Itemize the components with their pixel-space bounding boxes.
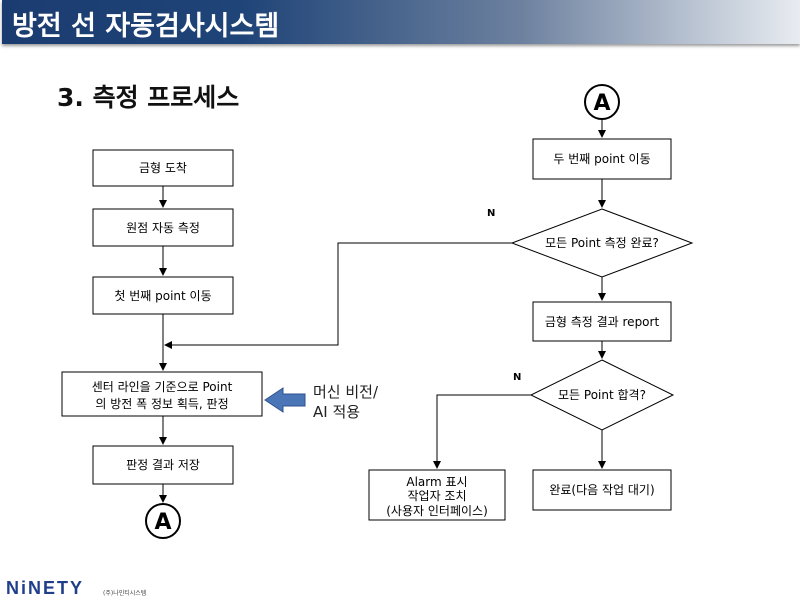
step-box xyxy=(92,445,234,485)
connector-circle xyxy=(145,503,181,539)
step-box xyxy=(92,149,234,187)
step-label: 두 번째 point 이동 xyxy=(553,152,650,166)
company-name: (주)나인티시스템 xyxy=(103,590,147,597)
connector-circle xyxy=(584,84,620,120)
step-box xyxy=(61,371,263,417)
alarm-box xyxy=(368,469,506,521)
step-box xyxy=(92,276,234,315)
fail-arrow xyxy=(433,394,531,469)
step-label: 센터 라인을 기준으로 Point xyxy=(92,380,233,394)
title-bar: 방전 선 자동검사시스템 xyxy=(2,0,800,44)
note-line: AI 적용 xyxy=(313,403,361,421)
step-box xyxy=(532,138,672,180)
step-label: 금형 도착 xyxy=(139,161,187,175)
decision-diamond xyxy=(510,208,694,278)
loop-back-arrow xyxy=(164,242,512,349)
done-label: 완료(다음 작업 대기) xyxy=(549,483,654,497)
no-label: N xyxy=(487,208,495,219)
decision-diamond xyxy=(529,359,675,431)
note-line: 머신 비전/ xyxy=(313,383,379,401)
left-arrow-icon xyxy=(264,387,306,413)
step-label: 의 방전 폭 정보 획득, 판정 xyxy=(95,397,228,411)
slide-title: 방전 선 자동검사시스템 xyxy=(12,11,280,42)
alarm-label: 작업자 조치 xyxy=(407,489,466,503)
connector-label: A xyxy=(593,91,610,116)
machine-vision-note: 머신 비전/AI 적용 xyxy=(313,382,378,422)
alarm-label: (사용자 인터페이스) xyxy=(386,504,488,518)
decision-label: 모든 Point 측정 완료? xyxy=(545,236,659,250)
company-logo: NiNETY xyxy=(6,578,85,598)
done-box xyxy=(532,469,672,511)
step-label: 판정 결과 저장 xyxy=(126,458,200,472)
step-label: 금형 측정 결과 report xyxy=(545,315,660,329)
connector-label: A xyxy=(154,510,171,535)
decision-label: 모든 Point 합격? xyxy=(558,388,646,402)
alarm-label: Alarm 표시 xyxy=(406,475,467,489)
step-box xyxy=(532,301,672,342)
step-label: 원점 자동 측정 xyxy=(126,221,200,235)
no-label: N xyxy=(513,372,521,383)
step-label: 첫 번째 point 이동 xyxy=(114,289,211,303)
step-box xyxy=(92,208,234,247)
section-title: 3. 측정 프로세스 xyxy=(57,83,240,112)
